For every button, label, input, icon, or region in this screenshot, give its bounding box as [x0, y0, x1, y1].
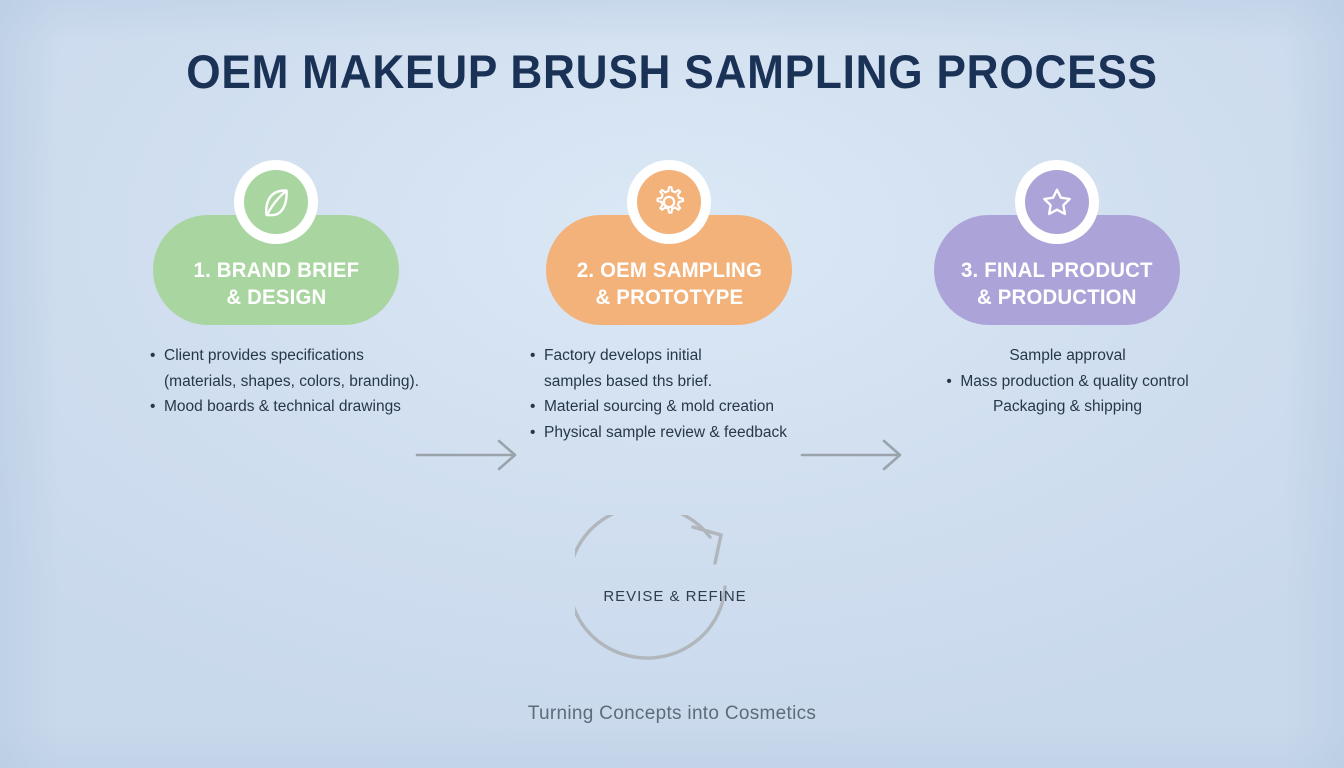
- step-3-bullet-list: Sample approval • Mass production & qual…: [915, 344, 1220, 421]
- list-item: Packaging & shipping: [915, 395, 1220, 419]
- list-item: • Client provides specifications: [150, 344, 450, 368]
- list-item-text: (materials, shapes, colors, branding).: [164, 372, 420, 390]
- list-item: samples based ths brief.: [530, 370, 835, 394]
- list-item: • Mood boards & technical drawings: [150, 395, 450, 419]
- step-3-pill[interactable]: 3. FINAL PRODUCT & PRODUCTION: [934, 215, 1180, 325]
- process-steps-row: 1. BRAND BRIEF & DESIGN: [0, 160, 1344, 471]
- bullet-dot: •: [530, 423, 536, 441]
- list-item: (materials, shapes, colors, branding).: [150, 370, 450, 394]
- bullet-dot: •: [530, 347, 536, 364]
- list-item-text: Client provides specifications: [164, 347, 364, 364]
- arrow-right-icon-2: [800, 438, 920, 472]
- list-item: • Factory develops initial: [530, 344, 835, 368]
- step-3-label: 3. FINAL PRODUCT & PRODUCTION: [961, 258, 1153, 312]
- list-item-text: Sample approval: [1009, 347, 1126, 364]
- step-2-label: 2. OEM SAMPLING & PROTOTYPE: [576, 258, 761, 312]
- step-2-label-line2: & PROTOTYPE: [595, 286, 743, 310]
- arrow-right-icon-1: [415, 438, 535, 472]
- step-3-label-line1: 3. FINAL PRODUCT: [961, 259, 1153, 283]
- bullet-dot: •: [946, 372, 952, 390]
- list-item-text: Packaging & shipping: [992, 398, 1143, 416]
- bullet-dot: •: [150, 398, 156, 416]
- step-1-icon-badge: [234, 160, 318, 244]
- list-item: • Material sourcing & mold creation: [530, 395, 835, 419]
- step-1-bullet-list: • Client provides specifications (materi…: [150, 344, 450, 421]
- list-item-text: Mood boards & technical drawings: [164, 398, 401, 416]
- gear-icon: [637, 170, 701, 234]
- step-2-icon-badge: [627, 160, 711, 244]
- step-2-label-line1: 2. OEM SAMPLING: [576, 259, 762, 283]
- step-2-bullet-list: • Factory develops initial samples based…: [530, 344, 835, 446]
- step-1-label-line2: & DESIGN: [225, 286, 327, 310]
- page-title: OEM MAKEUP BRUSH SAMPLING PROCESS: [186, 45, 1158, 98]
- step-3-label-line2: & PRODUCTION: [977, 286, 1137, 310]
- list-item-text: Physical sample review & feedback: [544, 423, 787, 441]
- list-item-text: Factory develops initial: [544, 347, 702, 364]
- list-item-text: Material sourcing & mold creation: [544, 398, 775, 416]
- footer-tagline: Turning Concepts into Cosmetics: [527, 703, 817, 724]
- leaf-icon: [244, 170, 308, 234]
- list-item-text: samples based ths brief.: [544, 372, 713, 390]
- bullet-dot: •: [530, 398, 536, 416]
- step-1-label: 1. BRAND BRIEF & DESIGN: [193, 258, 359, 312]
- step-1-label-line1: 1. BRAND BRIEF: [193, 259, 359, 283]
- list-item: • Mass production & quality control: [915, 370, 1220, 394]
- list-item: • Physical sample review & feedback: [530, 421, 835, 445]
- bullet-dot: •: [150, 347, 156, 364]
- revise-refine-label: REVISE & REFINE: [603, 588, 747, 605]
- step-3-icon-badge: [1015, 160, 1099, 244]
- star-icon: [1025, 170, 1089, 234]
- list-item: Sample approval: [915, 344, 1220, 368]
- list-item-text: Mass production & quality control: [960, 372, 1189, 390]
